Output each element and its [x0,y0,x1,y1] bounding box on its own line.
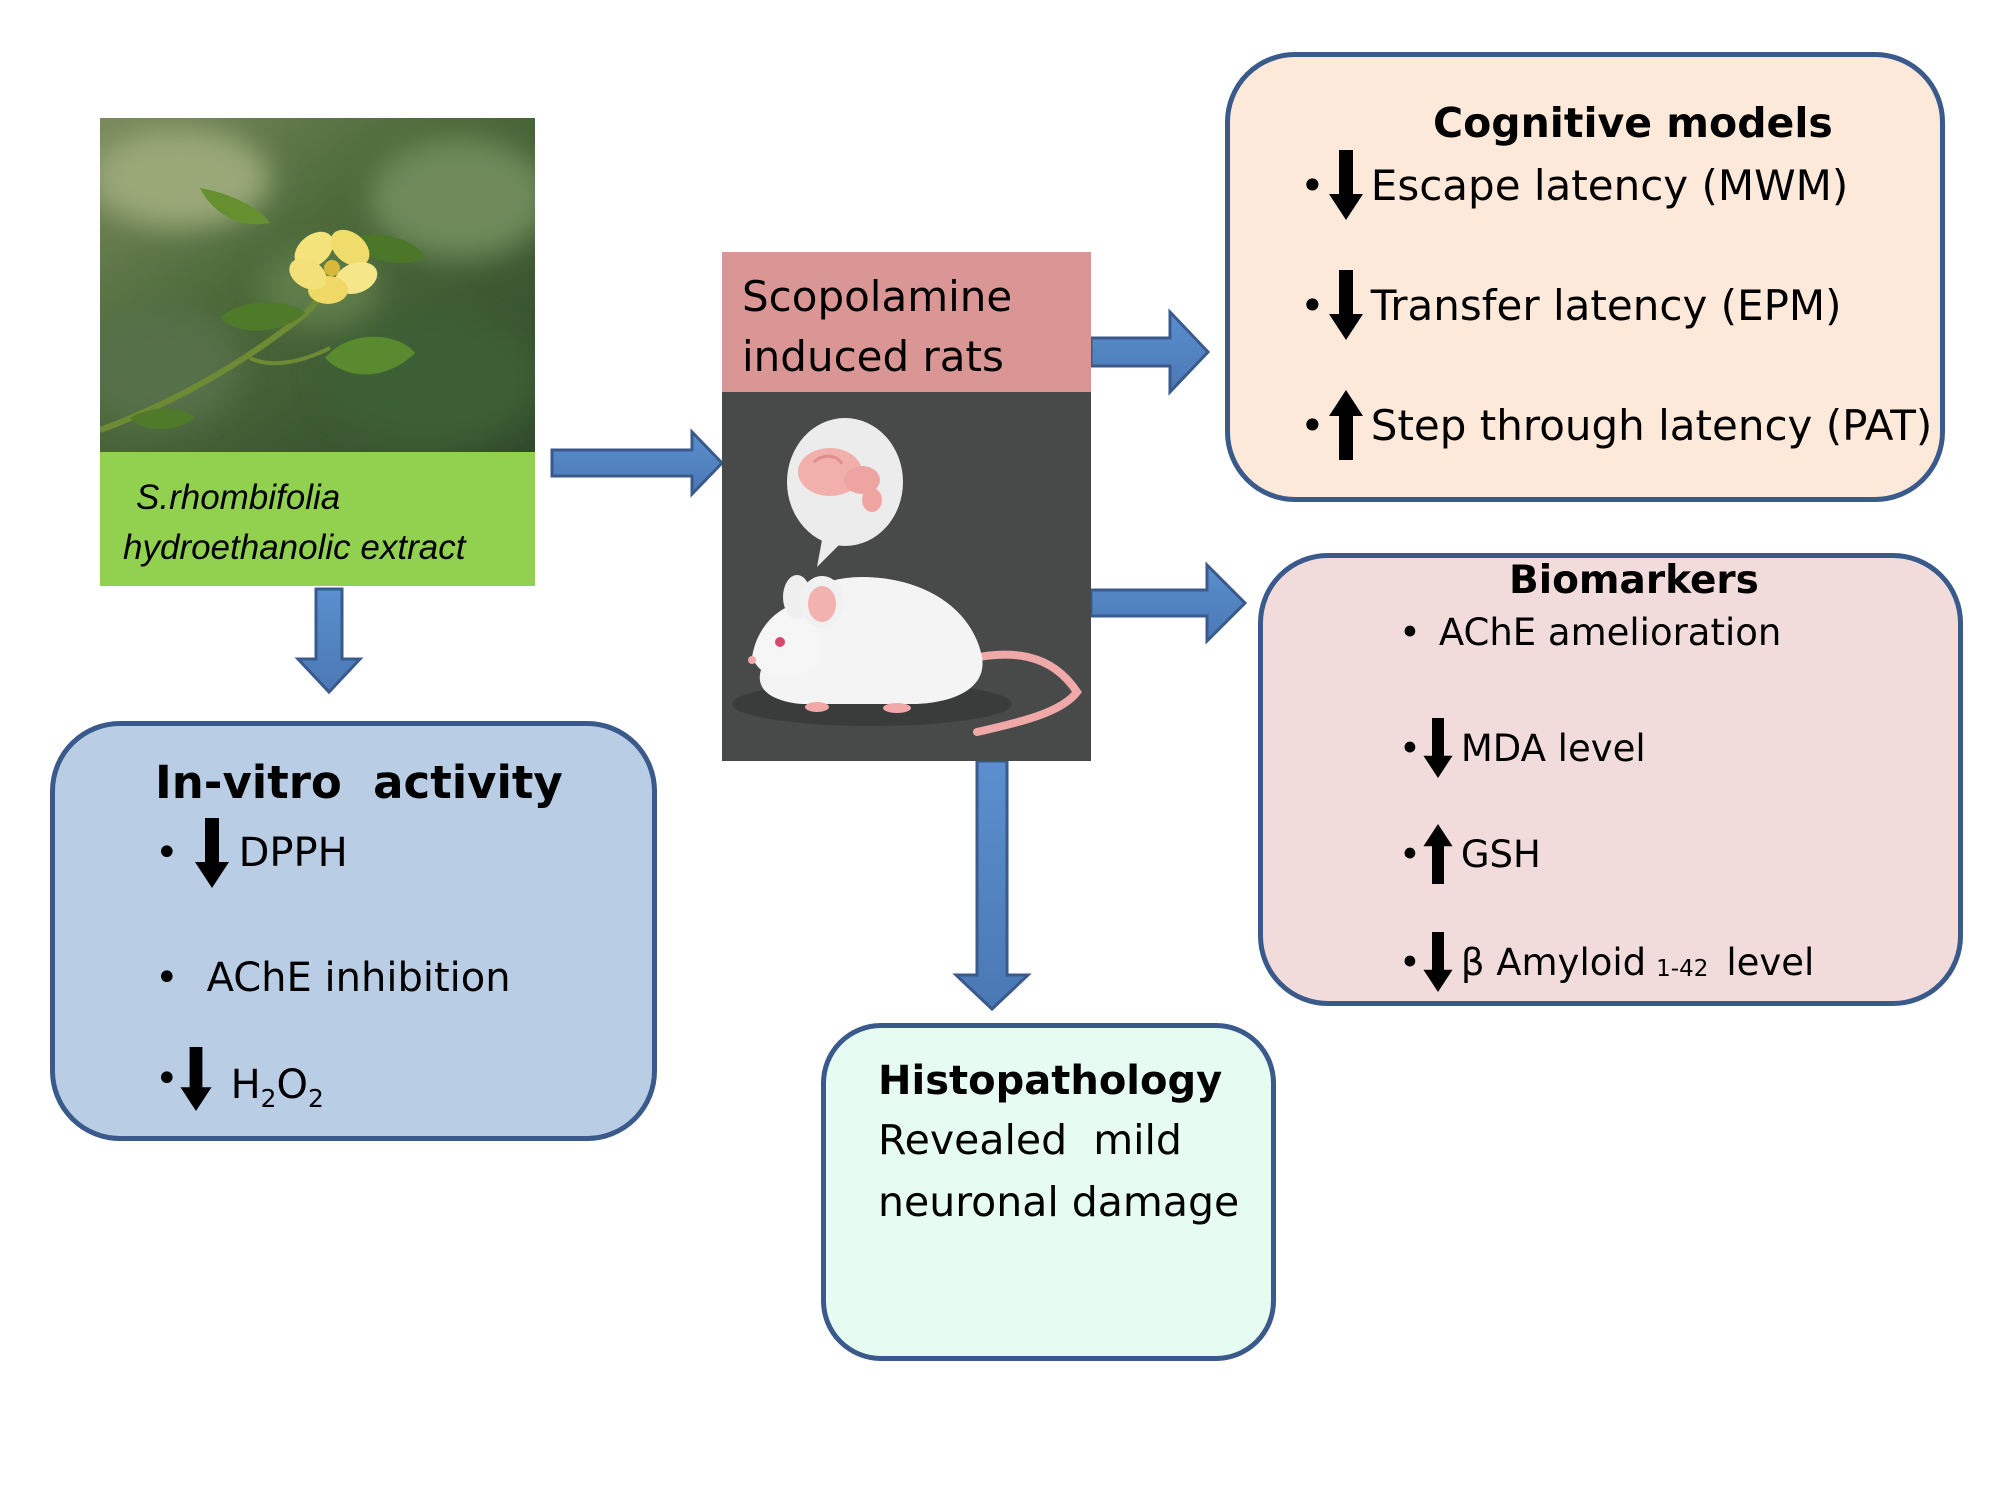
biomarker-item: • MDA level [1399,718,1646,778]
rat-label-line1: Scopolamine [742,272,1013,321]
plant-caption: S.rhombifolia hydroethanolic extract [100,452,535,586]
up-arrow-icon [1423,824,1453,884]
histopathology-box: Histopathology Revealed mild neuronal da… [821,1023,1276,1361]
cognitive-item-text: Step through latency (PAT) [1370,400,1933,450]
rat-illustration [722,392,1091,761]
arrow-rats-to-biomarkers [1089,561,1248,645]
cognitive-item: • Transfer latency (EPM) [1300,270,1842,340]
cognitive-models-box: Cognitive models • Escape latency (MWM) … [1225,52,1945,502]
h2o2-sub1: 2 [260,1084,277,1113]
invitro-item-text: AChE inhibition [206,955,511,1001]
biomarker-item-text: MDA level [1460,726,1646,770]
biomarker-item-text: GSH [1460,832,1541,876]
invitro-item: • H2O2 [155,1044,324,1113]
cognitive-item: • Escape latency (MWM) [1300,150,1848,220]
biomarker-item-suffix: level [1726,940,1815,984]
plant-caption-line2: hydroethanolic extract [123,528,466,567]
arrow-rats-to-cognitive [1089,308,1211,396]
h2o2-h: H [230,1062,261,1108]
cognitive-item-text: Transfer latency (EPM) [1370,280,1842,330]
up-arrow-icon [1328,390,1363,460]
cognitive-item-text: Escape latency (MWM) [1370,160,1849,210]
biomarker-item: • GSH [1399,824,1541,884]
plant-caption-line1: S.rhombifolia [136,478,341,517]
biomarkers-title: Biomarkers [1509,558,1759,603]
invitro-title: In-vitro activity [155,756,563,809]
h2o2-sub2: 2 [307,1084,324,1113]
rat-label-line2: induced rats [742,332,1004,381]
biomarker-item-text: β Amyloid [1460,940,1647,984]
down-arrow-icon [194,818,229,888]
biomarker-item-text: AChE amelioration [1438,610,1782,654]
down-arrow-icon [1328,270,1363,340]
plant-photo [100,118,535,452]
down-arrow-icon [1423,718,1453,778]
biomarkers-box: Biomarkers • AChE amelioration • MDA lev… [1258,553,1963,1006]
down-arrow-icon [1423,932,1453,992]
arrow-plant-to-rats [550,428,725,498]
histopathology-line1: Revealed mild [878,1116,1182,1164]
h2o2-o: O [276,1062,308,1108]
down-arrow-icon [1328,150,1363,220]
cognitive-models-title: Cognitive models [1433,99,1833,147]
cognitive-item: • Step through latency (PAT) [1300,390,1932,460]
invitro-item: • DPPH [155,818,348,888]
arrow-plant-to-invitro [294,587,364,695]
down-arrow-icon [180,1046,212,1111]
invitro-item-text: DPPH [238,830,348,876]
biomarker-item: • β Amyloid 1-42 level [1399,932,1814,992]
arrow-rats-to-histopathology [952,759,1032,1012]
biomarker-item: • AChE amelioration [1399,610,1782,654]
rat-label: Scopolamine induced rats [722,252,1091,392]
biomarker-item-subscript: 1-42 [1656,956,1709,982]
invitro-item-text: H2O2 [231,1062,324,1113]
invitro-activity-box: In-vitro activity • DPPH • AChE inhibiti… [50,721,657,1141]
brain-bubble [787,418,903,567]
histopathology-title: Histopathology [878,1058,1223,1104]
invitro-item: • AChE inhibition [155,955,511,1001]
histopathology-line2: neuronal damage [878,1178,1240,1226]
